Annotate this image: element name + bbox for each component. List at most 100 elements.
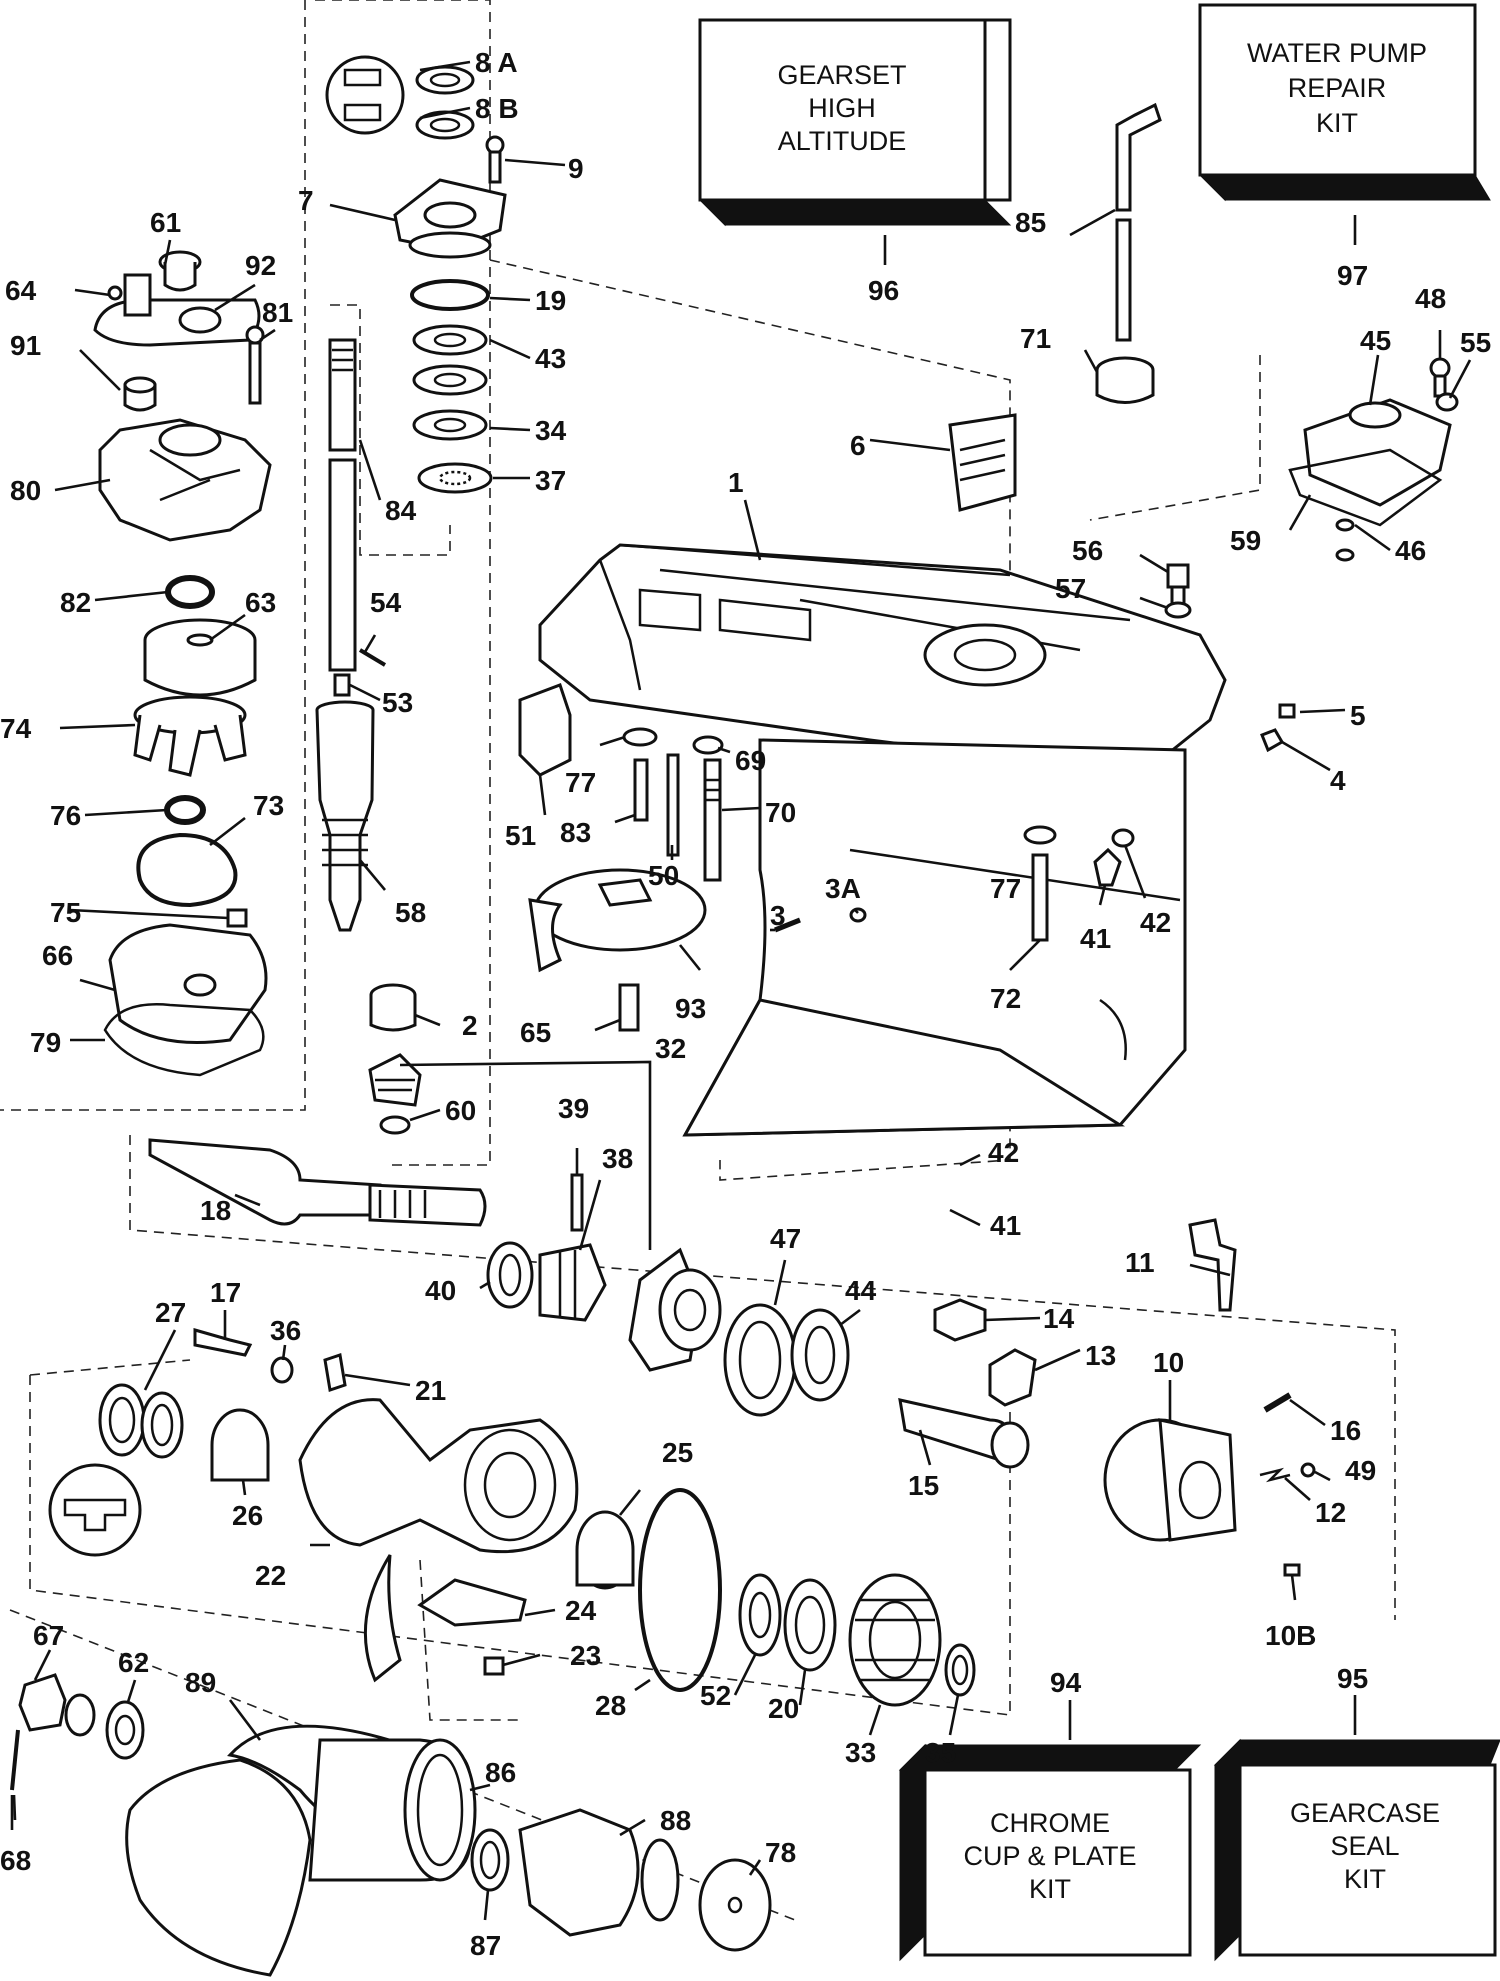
- callout-34: 34: [535, 415, 567, 446]
- callout-13: 13: [1085, 1340, 1116, 1371]
- callout-78: 78: [765, 1837, 796, 1868]
- callout-71: 71: [1020, 323, 1051, 354]
- callout-87: 87: [470, 1930, 501, 1961]
- callout-4: 4: [1330, 765, 1346, 796]
- callout-3a: 3A: [825, 873, 861, 904]
- callout-41a: 41: [1080, 923, 1111, 954]
- callout-52: 52: [700, 1680, 731, 1711]
- callout-75: 75: [50, 897, 81, 928]
- callout-92: 92: [245, 250, 276, 281]
- chrome-kit-line2: CUP & PLATE: [963, 1841, 1136, 1871]
- callout-41b: 41: [990, 1210, 1021, 1241]
- callout-83: 83: [560, 817, 591, 848]
- callout-80: 80: [10, 475, 41, 506]
- callout-97: 97: [1337, 260, 1368, 291]
- callout-55: 55: [1460, 327, 1491, 358]
- gearcase-kit-line3: KIT: [1344, 1864, 1386, 1894]
- callout-86: 86: [485, 1757, 516, 1788]
- waterpump-kit-line1: WATER PUMP: [1247, 38, 1427, 68]
- callout-94: 94: [1050, 1667, 1082, 1698]
- callout-37: 37: [535, 465, 566, 496]
- callout-1: 1: [728, 467, 744, 498]
- callout-91: 91: [10, 330, 41, 361]
- callout-22: 22: [255, 1560, 286, 1591]
- callout-58: 58: [395, 897, 426, 928]
- callout-8b: 8 B: [475, 93, 519, 124]
- gearcase-kit-line1: GEARCASE: [1290, 1798, 1440, 1828]
- callout-42a: 42: [1140, 907, 1171, 938]
- callout-33: 33: [845, 1737, 876, 1768]
- callout-40: 40: [425, 1275, 456, 1306]
- callout-74: 74: [0, 713, 32, 744]
- callout-6: 6: [850, 430, 866, 461]
- callout-32: 32: [655, 1033, 686, 1064]
- callout-2: 2: [462, 1010, 478, 1041]
- callout-10b: 10B: [1265, 1620, 1316, 1651]
- callout-56: 56: [1072, 535, 1103, 566]
- callout-68: 68: [0, 1845, 31, 1876]
- callout-24: 24: [565, 1595, 597, 1626]
- callout-8a: 8 A: [475, 47, 518, 78]
- callout-93: 93: [675, 993, 706, 1024]
- callout-76: 76: [50, 800, 81, 831]
- callout-44: 44: [845, 1275, 877, 1306]
- callout-85: 85: [1015, 207, 1046, 238]
- callout-36: 36: [270, 1315, 301, 1346]
- propeller-parts: [10, 1554, 772, 1977]
- callout-67: 67: [33, 1620, 64, 1651]
- callout-21: 21: [415, 1375, 446, 1406]
- callout-77a: 77: [565, 767, 596, 798]
- kit-box-water-pump: WATER PUMP REPAIR KIT: [1198, 3, 1491, 245]
- callout-57: 57: [1055, 573, 1086, 604]
- callout-42b: 42: [988, 1137, 1019, 1168]
- callout-64: 64: [5, 275, 37, 306]
- middle-parts: [518, 102, 1459, 1032]
- callout-labels: 8 A 8 B 9 7 19 43 34 37 84 54 53 58 2 32…: [0, 47, 1491, 1961]
- callout-60: 60: [445, 1095, 476, 1126]
- gearset-kit-line2: HIGH: [808, 93, 876, 123]
- callout-61: 61: [150, 207, 181, 238]
- callout-39: 39: [558, 1093, 589, 1124]
- callout-5: 5: [1350, 700, 1366, 731]
- gearcase-kit-line2: SEAL: [1330, 1831, 1399, 1861]
- callout-53: 53: [382, 687, 413, 718]
- callout-45: 45: [1360, 325, 1391, 356]
- callout-72: 72: [990, 983, 1021, 1014]
- waterpump-kit-line3: KIT: [1316, 108, 1358, 138]
- callout-59: 59: [1230, 525, 1261, 556]
- callout-62: 62: [118, 1647, 149, 1678]
- chrome-kit-line3: KIT: [1029, 1874, 1071, 1904]
- leader-lines: [10, 60, 1472, 1921]
- callout-54: 54: [370, 587, 402, 618]
- callout-63: 63: [245, 587, 276, 618]
- callout-84: 84: [385, 495, 417, 526]
- propshaft-parts: [48, 1138, 1316, 1707]
- kit-box-gearset: GEARSET HIGH ALTITUDE: [698, 18, 1012, 265]
- kit-box-gearcase-seal: GEARCASE SEAL KIT: [1213, 1695, 1500, 1962]
- callout-89: 89: [185, 1667, 216, 1698]
- gearset-kit-line3: ALTITUDE: [778, 126, 907, 156]
- callout-51: 51: [505, 820, 536, 851]
- callout-17: 17: [210, 1277, 241, 1308]
- callout-88: 88: [660, 1805, 691, 1836]
- gearcase-housing: [538, 543, 1227, 1137]
- kit-box-chrome-cup-plate: CHROME CUP & PLATE KIT: [898, 1700, 1202, 1962]
- callout-65: 65: [520, 1017, 551, 1048]
- callout-3: 3: [770, 900, 786, 931]
- callout-50: 50: [648, 860, 679, 891]
- callout-79: 79: [30, 1027, 61, 1058]
- callout-26: 26: [232, 1500, 263, 1531]
- callout-7: 7: [298, 185, 314, 216]
- callout-66: 66: [42, 940, 73, 971]
- callout-96: 96: [868, 275, 899, 306]
- callout-20: 20: [768, 1693, 799, 1724]
- callout-9: 9: [568, 153, 584, 184]
- callout-48: 48: [1415, 283, 1446, 314]
- callout-28: 28: [595, 1690, 626, 1721]
- callout-11: 11: [1125, 1247, 1155, 1278]
- callout-47: 47: [770, 1223, 801, 1254]
- callout-25: 25: [662, 1437, 693, 1468]
- callout-35: 35: [925, 1737, 956, 1768]
- callout-27: 27: [155, 1297, 186, 1328]
- gearset-kit-line1: GEARSET: [777, 60, 906, 90]
